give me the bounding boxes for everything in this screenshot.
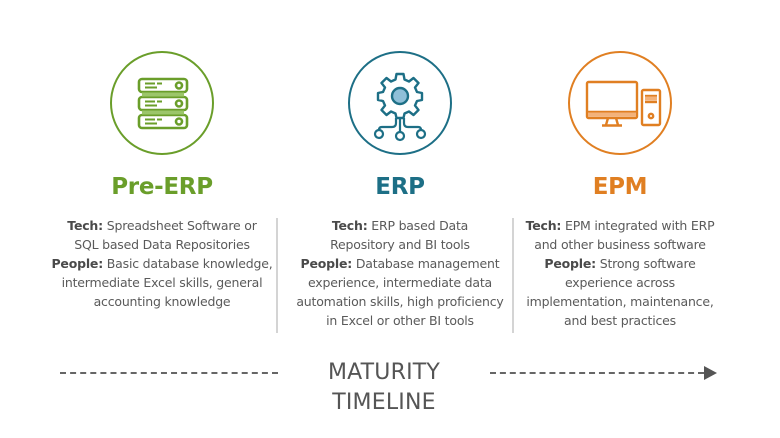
erp-icon-circle (348, 51, 452, 155)
tech-label: Tech: (67, 218, 103, 233)
stage-description-erp: Tech: ERP based Data Repository and BI t… (296, 218, 504, 328)
people-label: People: (51, 256, 104, 271)
timeline-label: MATURITY TIMELINE (327, 360, 441, 415)
maturity-timeline: MATURITY TIMELINE (60, 358, 720, 415)
timeline-dashes-left (60, 372, 278, 374)
divider-2 (512, 218, 514, 333)
desktop-computer-icon (585, 80, 662, 127)
server-stack-icon (137, 77, 189, 130)
timeline-dashes-right (490, 372, 704, 374)
epm-icon-circle (568, 51, 672, 155)
gear-network-icon (373, 72, 427, 142)
arrow-right-icon (704, 366, 717, 380)
stage-title-epm: EPM (592, 174, 648, 200)
divider-1 (276, 218, 278, 333)
stage-description-pre-erp: Tech: Spreadsheet Software or SQL based … (51, 218, 273, 309)
tech-label: Tech: (525, 218, 562, 233)
stage-title-pre-erp: Pre-ERP (111, 174, 213, 200)
tech-label: Tech: (331, 218, 368, 233)
stage-description-epm: Tech: EPM integrated with ERP and other … (525, 218, 715, 328)
people-label: People: (544, 256, 596, 271)
people-label: People: (300, 256, 353, 271)
stage-title-erp: ERP (375, 174, 425, 200)
pre-erp-icon-circle (110, 51, 214, 155)
